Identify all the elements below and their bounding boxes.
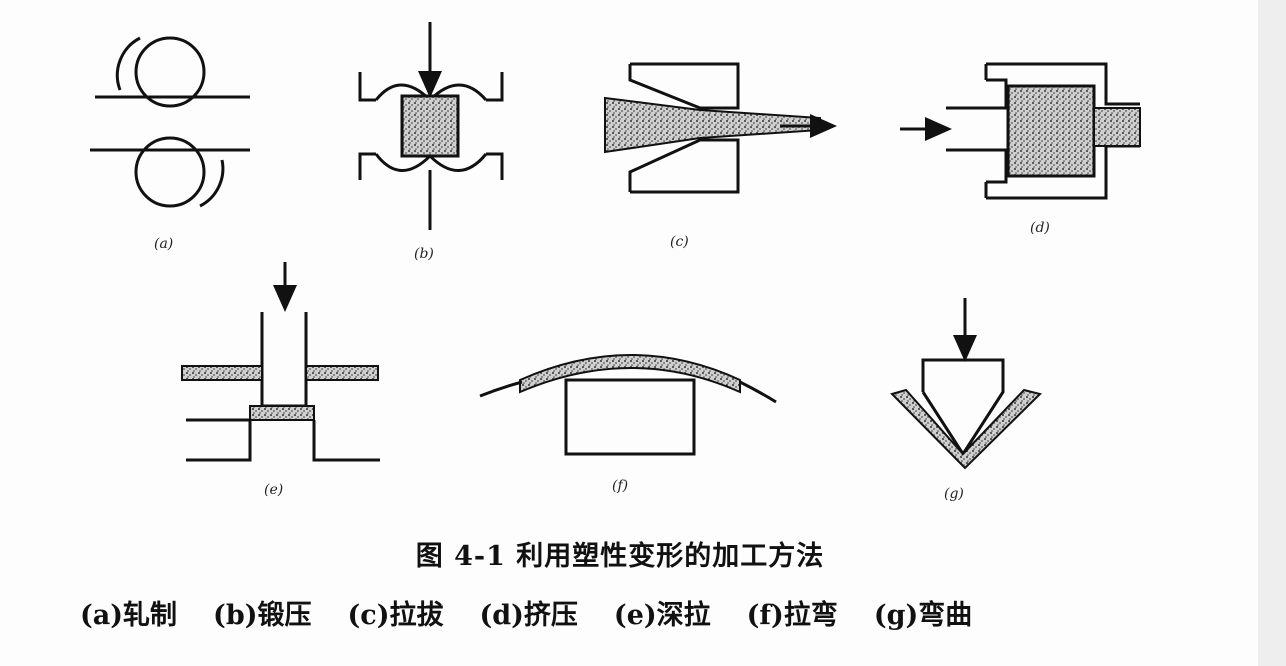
figure-legend: (a)轧制 (b)锻压 (c)拉拔 (d)挤压 (e)深拉 (f)拉弯 (g)弯… <box>80 593 1250 632</box>
forging-diagram <box>358 22 504 230</box>
bending-diagram <box>890 298 1042 470</box>
rolling-diagram <box>90 36 250 208</box>
stretch-bending-diagram <box>479 354 777 456</box>
legend-item-stretch-bending: (f)拉弯 <box>746 600 838 631</box>
extrusion-diagram <box>900 62 1141 200</box>
figure-drawings <box>90 22 1141 470</box>
figure-caption: 图 4-1 利用塑性变形的加工方法 <box>415 541 825 572</box>
subfigure-label-e: (e) <box>264 482 284 498</box>
page-edge <box>1258 0 1286 666</box>
deep-drawing-diagram <box>181 262 380 462</box>
subfigure-label-a: (a) <box>154 236 174 252</box>
drawing-diagram <box>604 62 837 194</box>
legend-item-rolling: (a)轧制 <box>80 600 178 631</box>
subfigure-label-g: (g) <box>944 486 964 502</box>
legend-item-drawing: (c)拉拔 <box>347 600 444 631</box>
legend-item-deep-drawing: (e)深拉 <box>613 600 711 631</box>
subfigure-label-f: (f) <box>612 478 629 494</box>
legend-item-extrusion: (d)挤压 <box>479 600 578 631</box>
legend-item-bending: (g)弯曲 <box>873 600 973 631</box>
subfigure-label-d: (d) <box>1030 220 1050 236</box>
subfigure-label-c: (c) <box>670 234 689 250</box>
subfigure-label-b: (b) <box>414 246 434 262</box>
legend-item-forging: (b)锻压 <box>213 600 312 631</box>
